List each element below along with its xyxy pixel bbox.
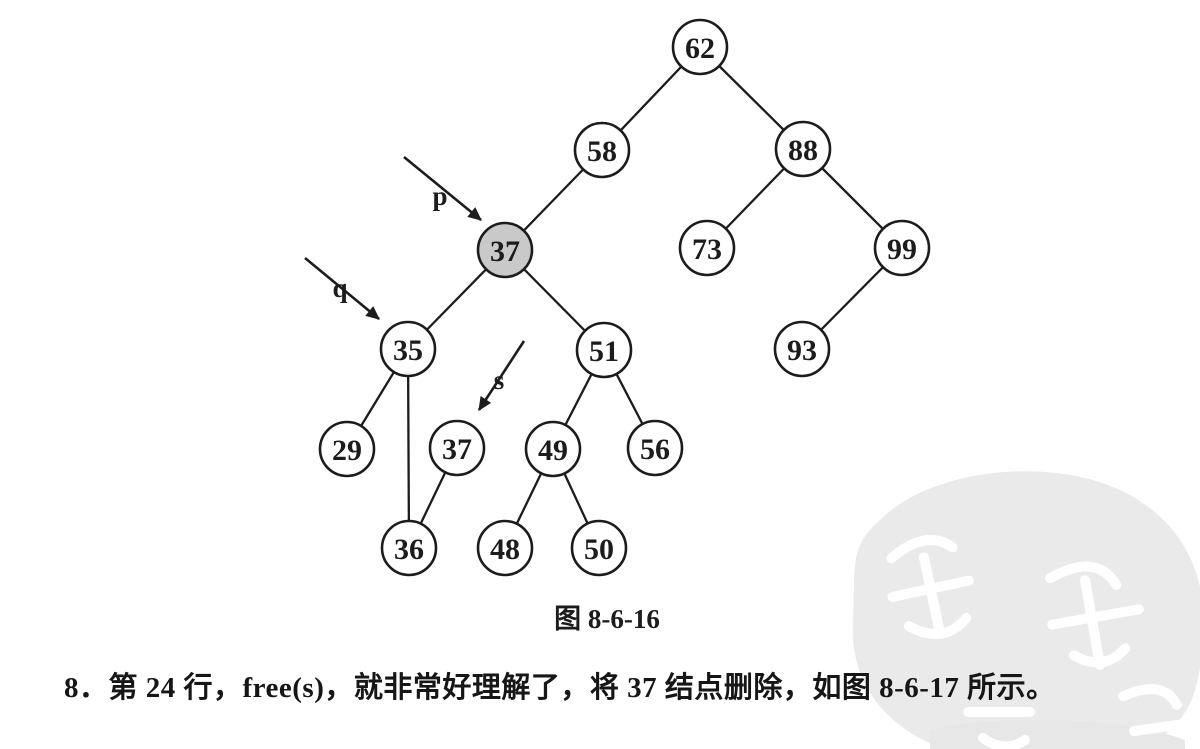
figure-caption: 图 8-6-16 (554, 604, 660, 634)
tree-node-62: 62 (671, 18, 729, 76)
watermark-calligraphy (886, 535, 1199, 749)
node-circle (678, 219, 736, 277)
tree-node-73: 73 (678, 219, 736, 277)
tree-node-99: 99 (873, 219, 931, 277)
node-circle (773, 320, 831, 378)
tree-node-48: 48 (476, 519, 534, 577)
pointer-p: p (403, 155, 482, 222)
node-circle (873, 219, 931, 277)
pointer-arrows: p q s (304, 155, 526, 411)
tree-node-58: 58 (573, 121, 631, 179)
node-value: 62 (685, 32, 715, 65)
tree-node-50: 50 (570, 519, 628, 577)
node-value: 99 (887, 233, 917, 266)
node-value: 36 (394, 533, 424, 566)
pointer-label: s (494, 365, 505, 395)
pointer-arrow-line (477, 340, 526, 411)
tree-edges (346, 46, 903, 549)
node-value: 73 (692, 233, 722, 266)
node-value: 48 (490, 533, 520, 566)
body-text: 8．第 24 行，free(s)，就非常好理解了，将 37 结点删除，如图 8-… (64, 672, 1056, 704)
node-circle (626, 419, 684, 477)
tree-node-88: 88 (774, 120, 832, 178)
pointer-arrow-line (403, 155, 482, 222)
node-circle (428, 419, 486, 477)
tree-node-49: 49 (524, 420, 582, 478)
binary-tree-diagram: 62 58 88 37 73 99 35 51 93 29 37 49 56 36 48 50 p q s (304, 18, 931, 577)
tree-node-93: 93 (773, 320, 831, 378)
node-value: 29 (332, 434, 362, 467)
node-value: 50 (584, 533, 614, 566)
node-value: 37 (490, 235, 520, 268)
node-circle (573, 121, 631, 179)
tree-node-35: 35 (379, 320, 437, 378)
node-value: 51 (589, 335, 619, 368)
node-value: 88 (788, 134, 818, 167)
pointer-s: s (477, 340, 526, 411)
node-value: 49 (538, 434, 568, 467)
node-circle (318, 420, 376, 478)
node-value: 35 (393, 334, 423, 367)
pointer-label: q (332, 273, 347, 303)
node-circle (575, 321, 633, 379)
node-value: 93 (787, 334, 817, 367)
node-circle (524, 420, 582, 478)
highlighted-node-circle (476, 221, 534, 279)
edge-35-36 (406, 348, 411, 549)
node-circle (671, 18, 729, 76)
node-circle (774, 120, 832, 178)
node-circle (476, 519, 534, 577)
tree-nodes: 62 58 88 37 73 99 35 51 93 29 37 49 56 36 48 50 (318, 18, 931, 577)
tree-node-29: 29 (318, 420, 376, 478)
tree-node-36: 36 (380, 519, 438, 577)
node-circle (379, 320, 437, 378)
node-value: 56 (640, 433, 670, 466)
pointer-label: p (432, 181, 447, 211)
node-value: 37 (442, 433, 472, 466)
pointer-arrow-line (304, 256, 380, 321)
tree-node-37b: 37 (428, 419, 486, 477)
node-value: 58 (587, 135, 617, 168)
pointer-q: q (304, 256, 380, 321)
tree-node-37a: 37 (476, 221, 534, 279)
node-circle (570, 519, 628, 577)
tree-node-51: 51 (575, 321, 633, 379)
tree-node-56: 56 (626, 419, 684, 477)
node-circle (380, 519, 438, 577)
